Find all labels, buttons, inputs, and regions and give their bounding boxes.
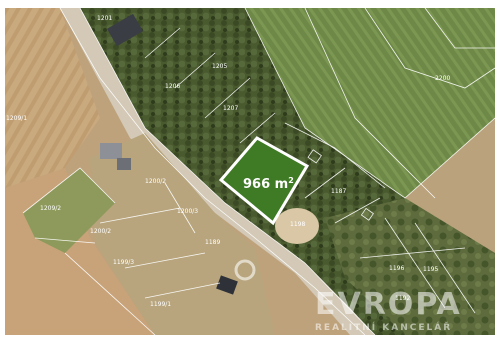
parcel-label: 2200 [435,75,450,82]
building [100,143,122,159]
parcel-label: 1207 [223,105,238,112]
plot-area-label: 966 m2 [243,176,294,192]
parcel-label: 1198 [290,221,305,228]
parcel-label: 1200/2 [90,228,111,235]
parcel-label: 1209/1 [6,115,27,122]
aerial-map: 966 m2 1201 1205 1206 1207 2200 1209/1 1… [5,8,495,335]
field-patch [23,168,115,253]
parcel-label: 1201 [97,15,112,22]
parcel-label: 1189 [205,239,220,246]
parcel-label: 1199/1 [150,301,171,308]
watermark-brand: EVROPA [315,287,462,322]
clearing [275,208,319,244]
highlighted-plot[interactable] [218,136,310,226]
forest-lower [325,198,495,335]
parcel-label: 1195 [423,266,438,273]
parcel-label: 1209/2 [40,205,61,212]
parcel-label: 1196 [389,265,404,272]
parcel-label: 1200/2 [145,178,166,185]
cadastral-map: 966 m2 1201 1205 1206 1207 2200 1209/1 1… [5,8,495,335]
green-field [245,8,495,198]
building [117,158,131,170]
parcel-label: 1205 [212,63,227,70]
parcel-label: 1199/3 [113,259,134,266]
building [216,275,238,295]
parcel-label: 1192 [395,295,410,302]
parcel-label: 1187 [331,188,346,195]
building [107,13,143,47]
parcel-lines [22,8,495,335]
roundabout [234,259,256,281]
parcel-label: 1200/3 [177,208,198,215]
watermark-tagline: REALITNÍ KANCELÁŘ [315,321,452,333]
field-left [5,8,100,188]
watermark-logo: EVROPA REALITNÍ KANCELÁŘ [315,287,462,333]
parcel-labels: 1201 1205 1206 1207 2200 1209/1 1200/2 1… [6,15,450,308]
parcel-label: 1206 [165,83,180,90]
